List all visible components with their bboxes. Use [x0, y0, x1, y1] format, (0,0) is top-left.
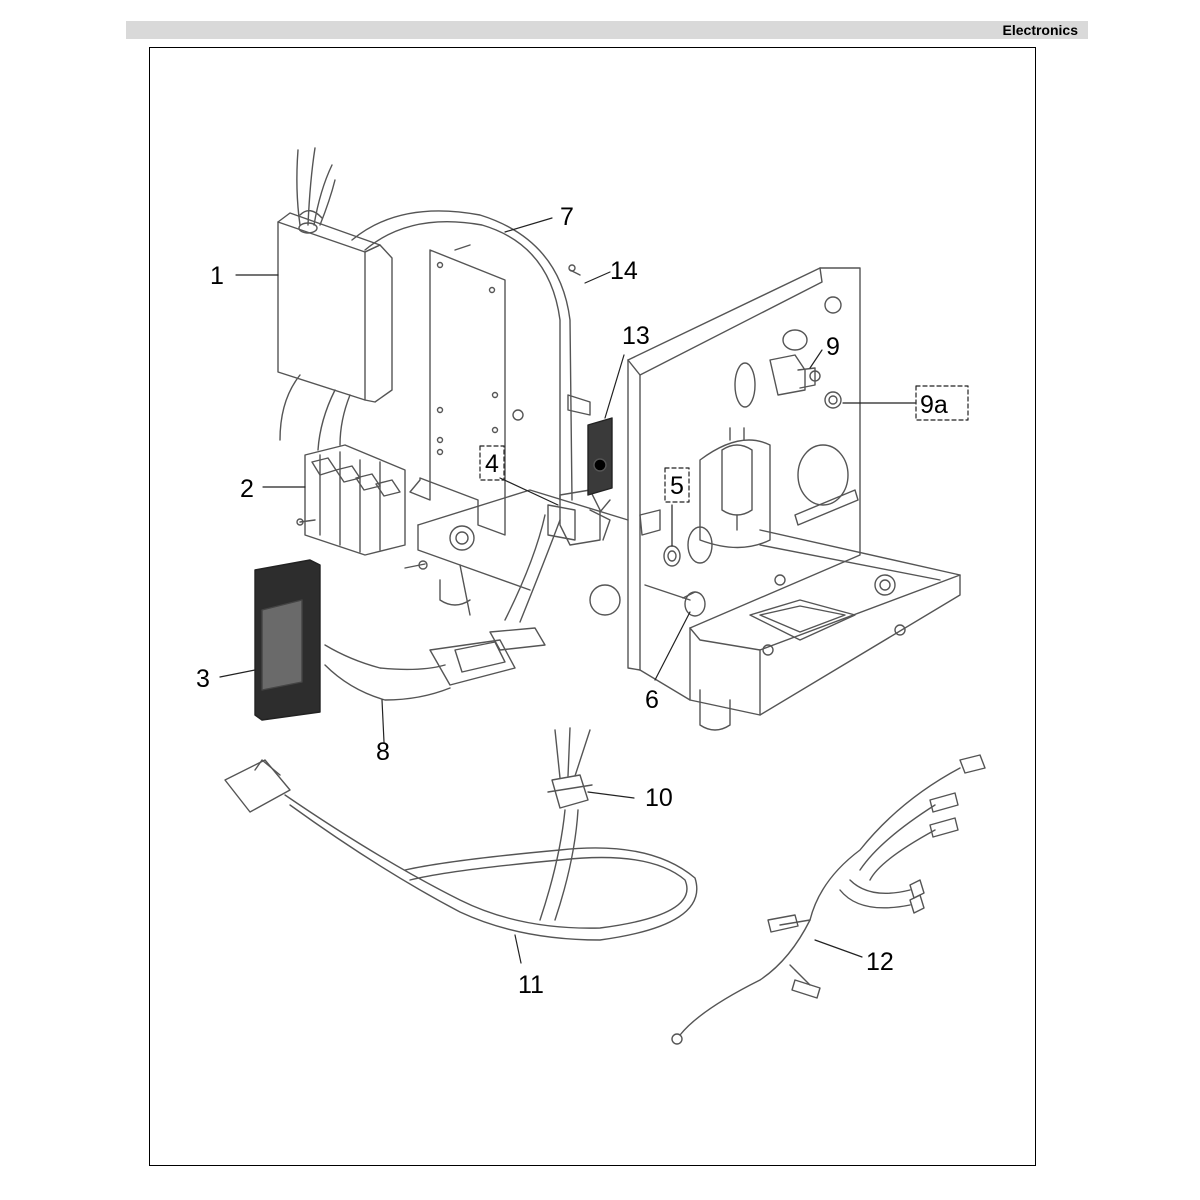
callout-2: 2 [240, 475, 254, 503]
callout-boxes [479, 385, 969, 503]
callout-10: 10 [645, 784, 673, 812]
callout-8: 8 [376, 738, 390, 766]
part-5-gland [639, 509, 681, 567]
capacitor [721, 427, 753, 531]
callout-12: 12 [866, 948, 894, 976]
part-3-display-panel [254, 559, 321, 721]
machine-chassis [417, 267, 961, 731]
callout-9: 9 [826, 333, 840, 361]
mounting-plate [409, 244, 524, 536]
callout-9a: 9a [920, 391, 948, 419]
part-2-relay-block [296, 444, 428, 570]
callout-6: 6 [645, 686, 659, 714]
part-9-pressure-switch [769, 354, 821, 396]
diagram-frame [149, 47, 1036, 1166]
callout-7: 7 [560, 203, 574, 231]
callout-3: 3 [196, 665, 210, 693]
callout-labels: 1 2 3 4 5 6 7 8 9 9a 10 11 12 13 14 [196, 203, 948, 999]
section-title: Electronics [1002, 22, 1078, 38]
callout-14: 14 [610, 257, 638, 285]
part-8-ribbon-cable [324, 514, 561, 701]
part-4-switch [559, 489, 611, 546]
callout-13: 13 [622, 322, 650, 350]
callout-5: 5 [670, 472, 684, 500]
part-11-power-cord [224, 759, 698, 941]
leader-lines [219, 217, 916, 964]
callout-4: 4 [485, 450, 499, 478]
part-6-knob [644, 584, 706, 617]
callout-11: 11 [518, 971, 544, 999]
part-1-control-box [277, 147, 393, 451]
part-13-bracket [587, 417, 613, 496]
part-12-wiring-harness [671, 754, 986, 1045]
section-header-bar: Electronics [126, 21, 1088, 39]
part-7-ribbon-harness [351, 210, 591, 541]
part-9a-grommet [824, 391, 842, 409]
part-10-strain-relief [547, 727, 593, 809]
callout-1: 1 [210, 262, 224, 290]
